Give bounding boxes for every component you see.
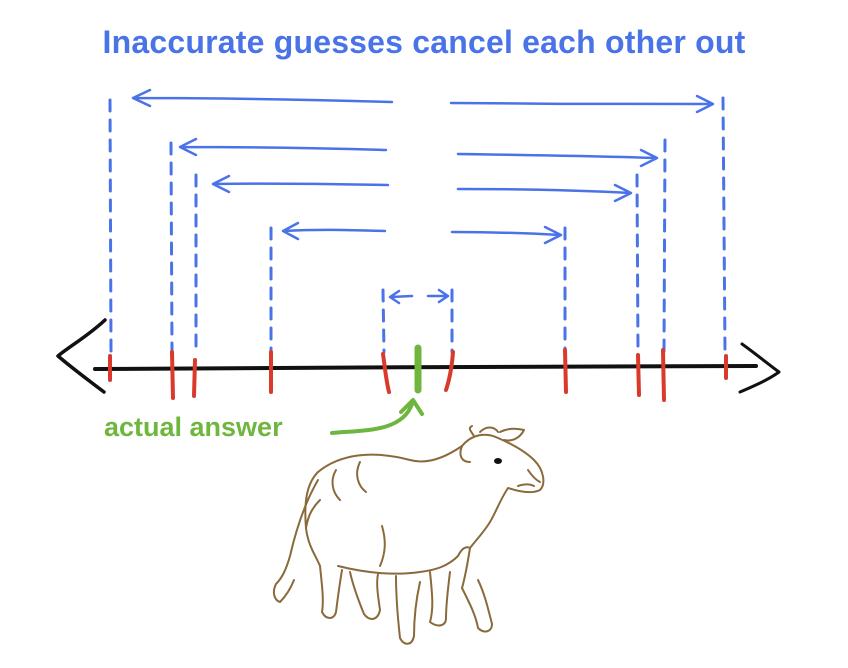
guess-tick-6 — [444, 350, 455, 392]
diagram-title: Inaccurate guesses cancel each other out — [102, 24, 746, 60]
arrow-right-3 — [456, 183, 633, 203]
number-line — [56, 318, 781, 394]
answer-pointer-arrow — [330, 398, 424, 435]
guess-tick-2 — [170, 350, 175, 400]
arrow-left-4 — [281, 221, 387, 241]
arrow-small-right — [426, 288, 450, 304]
arrow-far-right — [449, 94, 715, 114]
arrow-left-3 — [211, 174, 390, 194]
guess-tick-9 — [661, 348, 666, 402]
guide-line-right-3 — [635, 173, 640, 354]
guess-tick-3 — [192, 358, 197, 398]
guide-line-far-right — [721, 96, 727, 354]
guide-line-far-left — [108, 98, 113, 354]
guess-tick-8 — [636, 353, 641, 397]
arrow-far-left — [131, 88, 394, 108]
actual-answer-marker — [330, 344, 424, 435]
guide-lines — [108, 96, 727, 354]
cow-eye-icon — [494, 458, 502, 464]
number-line-axis — [93, 364, 758, 371]
guess-tick-5 — [381, 352, 391, 394]
axis-right-arrowhead — [738, 342, 781, 394]
arrow-left-2 — [178, 137, 388, 157]
arrow-right-2 — [456, 148, 659, 168]
guess-tick-7 — [563, 348, 568, 394]
distance-arrows — [131, 88, 715, 305]
arrow-right-4 — [450, 225, 563, 245]
guide-line-near-left — [381, 288, 386, 354]
guide-line-right-2 — [662, 138, 667, 354]
axis-left-arrowhead — [56, 318, 107, 394]
cow-icon — [272, 425, 545, 645]
guide-line-left-2 — [169, 141, 174, 354]
guess-ticks — [108, 348, 728, 402]
actual-answer-label: actual answer — [104, 412, 283, 442]
arrow-small-left — [388, 289, 414, 305]
